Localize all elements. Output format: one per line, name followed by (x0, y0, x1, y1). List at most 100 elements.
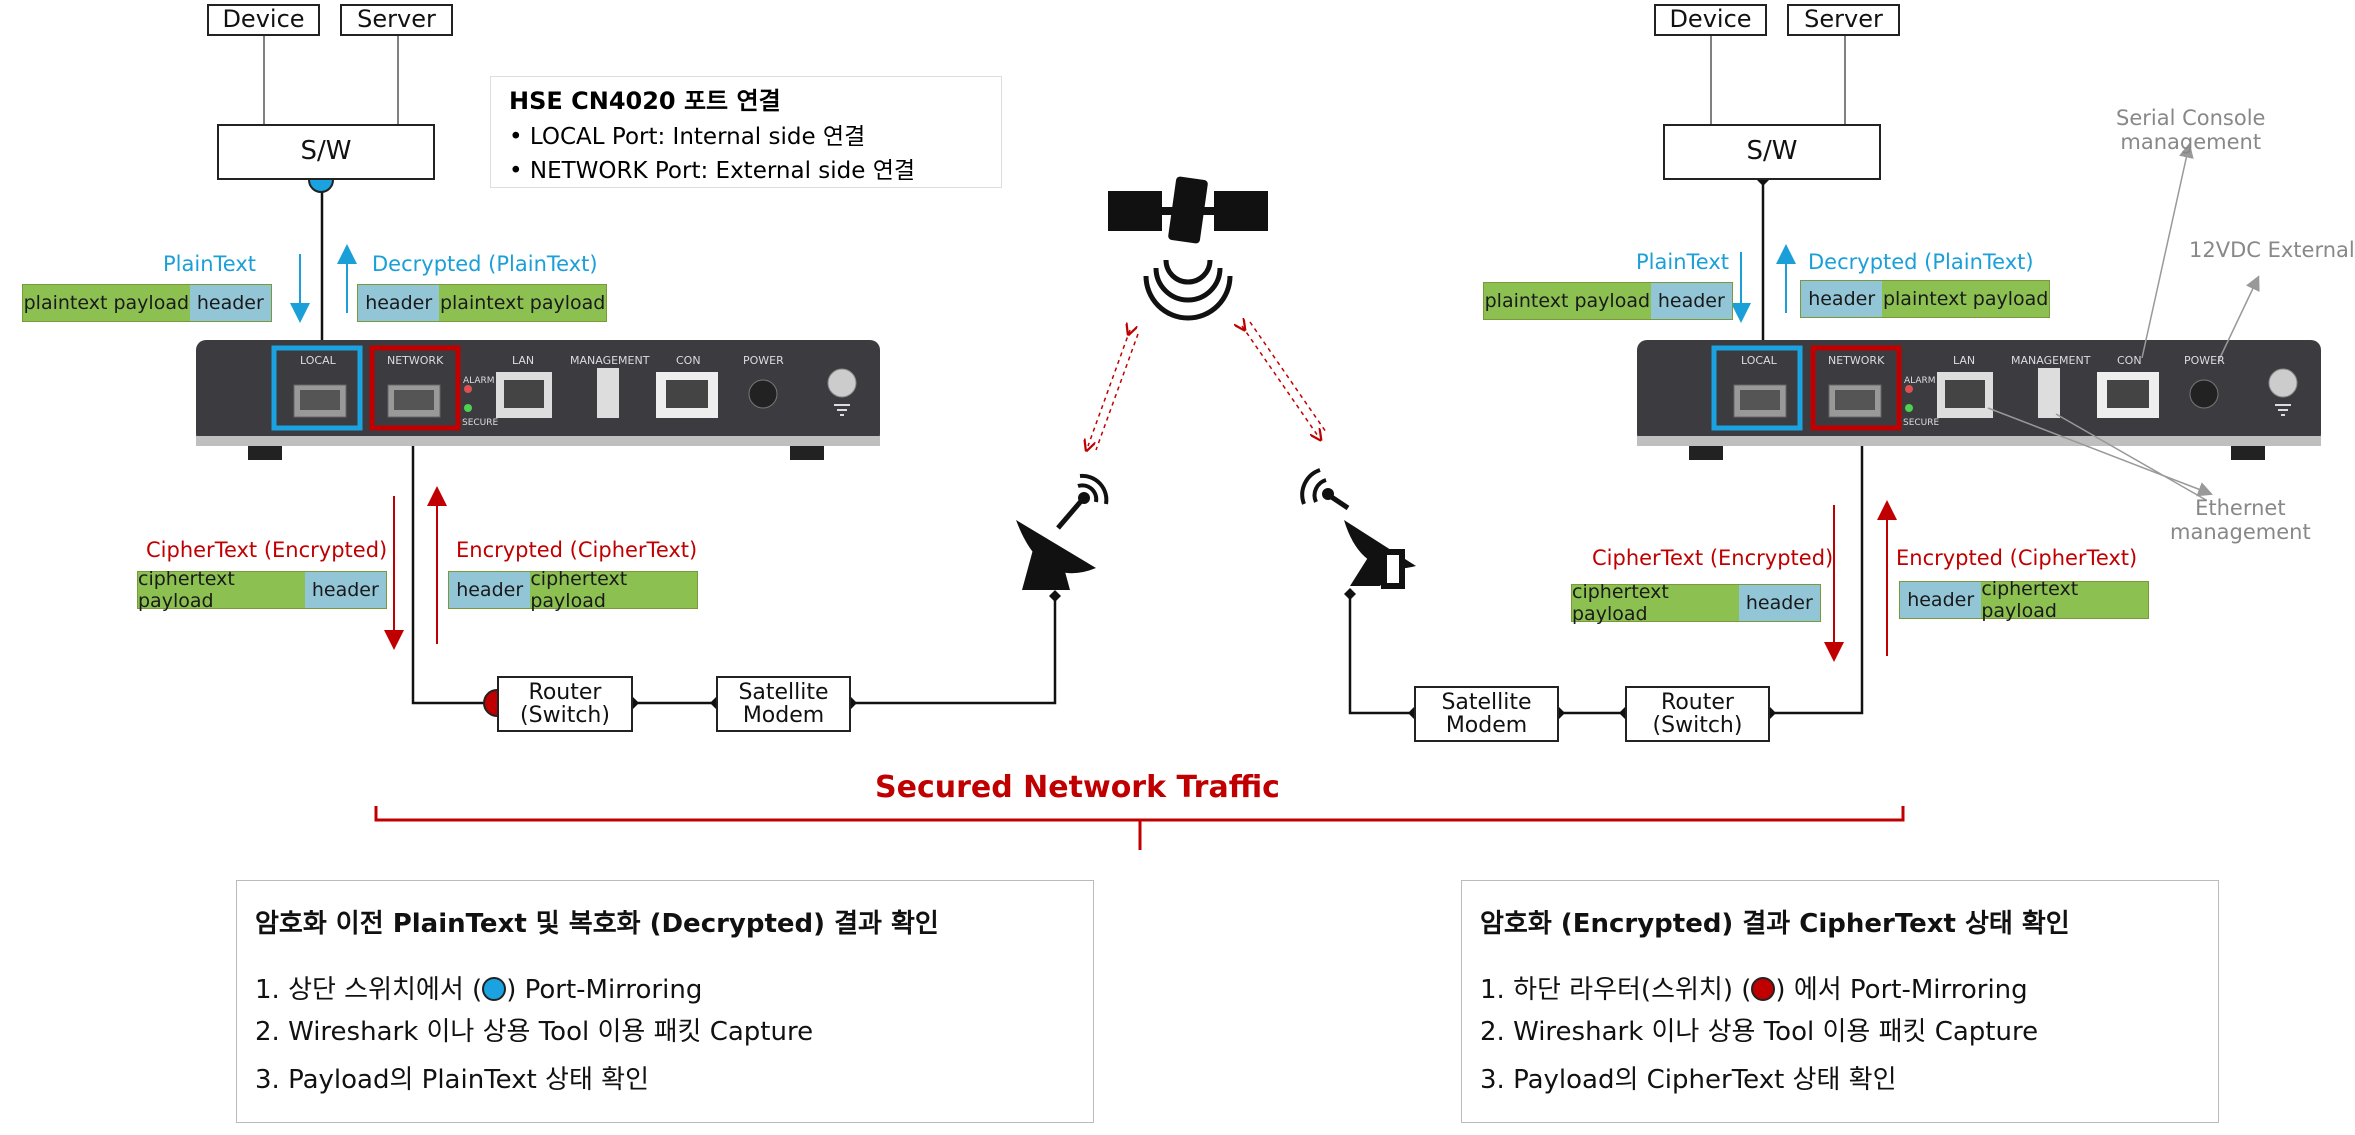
packet-payload: plaintext payload (1882, 281, 2049, 317)
plaintext-check-title: 암호화 이전 PlainText 및 복호화 (Decrypted) 결과 확인 (255, 909, 939, 939)
packet-header: header (1650, 283, 1732, 319)
secured-traffic-title: Secured Network Traffic (875, 770, 1280, 805)
right-modem-label-1: Satellite (1441, 689, 1532, 715)
ciphertext-check-step-2: 2. Wireshark 이나 상용 Tool 이용 패킷 Capture (1480, 1017, 2039, 1047)
right-network-cable (1770, 420, 1864, 715)
serial-console-label-2: management (2120, 130, 2262, 154)
right-ciphertext-label: CipherText (Encrypted) (1592, 546, 1834, 570)
port-note-line-1: • LOCAL Port: Internal side 연결 (509, 124, 866, 150)
right-dish-icon (1300, 468, 1416, 589)
right-appliance (1637, 340, 2321, 460)
packet-header: header (1738, 585, 1820, 621)
right-router-box: Router (Switch) (1625, 686, 1770, 742)
plaintext-check-step-3: 3. Payload의 PlainText 상태 확인 (255, 1065, 649, 1095)
right-plaintext-label: PlainText (1636, 250, 1729, 274)
plaintext-check-step-2: 2. Wireshark 이나 상용 Tool 이용 패킷 Capture (255, 1017, 814, 1047)
left-links (263, 34, 399, 124)
left-plaintext-label: PlainText (163, 252, 256, 276)
right-alarm-label: ALARM (1904, 376, 1936, 386)
left-encrypted-label: Encrypted (CipherText) (456, 538, 698, 562)
left-switch-box: S/W (217, 124, 435, 180)
plaintext-check-panel: 암호화 이전 PlainText 및 복호화 (Decrypted) 결과 확인… (236, 880, 1094, 1123)
left-dish-icon (1016, 473, 1109, 590)
right-local-port-highlight (1711, 345, 1803, 431)
right-modem-box: Satellite Modem (1414, 686, 1559, 742)
step-1-suffix: ) Port-Mirroring (506, 975, 703, 1005)
packet-payload: ciphertext payload (1981, 578, 2148, 622)
packet-header: header (189, 285, 271, 321)
left-modem-dish-link (851, 596, 1057, 705)
cyan-mirror-dot-icon (482, 977, 507, 1001)
left-con-label: CON (676, 354, 701, 367)
power-external-callout: 12VDC External (2189, 238, 2355, 262)
left-ciphertext-packet: ciphertext payload header (137, 568, 387, 612)
packet-header: header (449, 572, 531, 608)
left-router-label-1: Router (528, 679, 602, 705)
right-switch-label: S/W (1746, 136, 1798, 167)
left-device-label: Device (222, 5, 305, 34)
red-mirror-dot-icon (1751, 977, 1776, 1001)
left-plaintext-packet: plaintext payload header (22, 284, 272, 322)
satellite-uplink-arrows (1088, 322, 1327, 450)
left-modem-box: Satellite Modem (716, 676, 851, 732)
right-network-port-highlight (1810, 345, 1902, 431)
left-network-cable (411, 420, 497, 705)
left-local-port-highlight (271, 345, 363, 431)
left-server-label: Server (357, 5, 436, 34)
right-modem-label-2: Modem (1445, 713, 1528, 738)
right-modem-dish-link (1348, 594, 1414, 715)
right-plaintext-packet: plaintext payload header (1483, 282, 1733, 320)
right-management-label: MANAGEMENT (2011, 354, 2091, 367)
packet-payload: plaintext payload (439, 285, 606, 321)
left-lan-label: LAN (512, 354, 535, 367)
right-links (1710, 34, 1846, 124)
packet-payload: ciphertext payload (138, 568, 305, 612)
left-ciphertext-label: CipherText (Encrypted) (146, 538, 388, 562)
step-1-prefix: 1. 상단 스위치에서 ( (255, 975, 483, 1005)
packet-payload: ciphertext payload (1572, 581, 1739, 625)
right-encrypted-packet: header ciphertext payload (1899, 578, 2149, 622)
packet-header: header (358, 285, 440, 321)
packet-header: header (1801, 281, 1883, 317)
right-decrypted-packet: header plaintext payload (1800, 280, 2050, 318)
serial-console-callout: Serial Console management (2116, 106, 2265, 154)
left-management-label: MANAGEMENT (570, 354, 650, 367)
left-encrypted-packet: header ciphertext payload (448, 568, 698, 612)
ethernet-management-callout: Ethernet management (2170, 496, 2311, 544)
right-decrypted-label: Decrypted (PlainText) (1808, 250, 2034, 274)
left-network-port-label: NETWORK (387, 354, 444, 367)
packet-header: header (304, 572, 386, 608)
right-secure-label: SECURE (1903, 418, 1940, 428)
left-alarm-label: ALARM (463, 376, 495, 386)
right-server-box: Server (1787, 4, 1900, 36)
plaintext-check-step-1: 1. 상단 스위치에서 ( ) Port-Mirroring (255, 969, 702, 1006)
right-server-label: Server (1804, 5, 1883, 34)
right-device-label: Device (1669, 5, 1752, 34)
port-note-box: HSE CN4020 포트 연결 • LOCAL Port: Internal … (490, 76, 1002, 188)
right-router-label-2: (Switch) (1652, 713, 1743, 738)
right-switch-box: S/W (1663, 124, 1881, 180)
right-lan-label: LAN (1953, 354, 1976, 367)
right-con-label: CON (2117, 354, 2142, 367)
packet-payload: plaintext payload (1484, 283, 1651, 319)
ethernet-management-label-2: management (2170, 520, 2311, 544)
left-decrypted-packet: header plaintext payload (357, 284, 607, 322)
right-device-box: Device (1654, 4, 1767, 36)
packet-payload: plaintext payload (23, 285, 190, 321)
ciphertext-check-step-1: 1. 하단 라우터(스위치) () 에서 Port-Mirroring (1480, 969, 2028, 1006)
left-router-box: Router (Switch) (497, 676, 633, 732)
left-secure-label: SECURE (462, 418, 499, 428)
ethernet-management-label-1: Ethernet (2195, 496, 2286, 520)
secured-traffic-brace (374, 806, 1905, 850)
serial-console-label-1: Serial Console (2116, 106, 2266, 130)
left-power-label: POWER (743, 354, 784, 367)
left-modem-label-2: Modem (742, 703, 825, 728)
step-1-suffix: ) 에서 Port-Mirroring (1775, 975, 2028, 1005)
port-note-line-2: • NETWORK Port: External side 연결 (509, 158, 916, 184)
right-ciphertext-packet: ciphertext payload header (1571, 581, 1821, 625)
right-router-label-1: Router (1661, 689, 1734, 715)
right-encrypted-label: Encrypted (CipherText) (1896, 546, 2138, 570)
left-switch-label: S/W (300, 136, 352, 167)
